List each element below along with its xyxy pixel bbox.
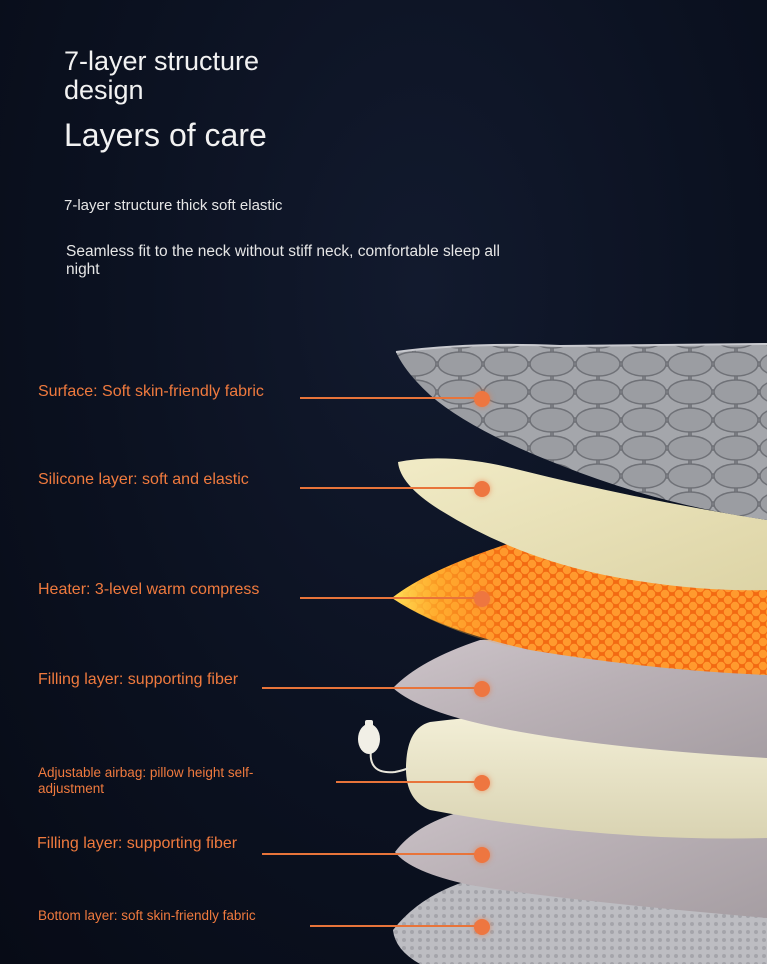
marker-dot bbox=[474, 391, 490, 407]
layer-label-bottom: Bottom layer: soft skin-friendly fabric bbox=[38, 908, 256, 923]
description-line-1: 7-layer structure thick soft elastic bbox=[64, 197, 283, 214]
marker-dot bbox=[474, 847, 490, 863]
marker-dot bbox=[474, 775, 490, 791]
silicone-shape bbox=[398, 458, 767, 591]
leader-line bbox=[262, 687, 482, 689]
layer-label-surface: Surface: Soft skin-friendly fabric bbox=[38, 383, 264, 400]
leader-line bbox=[336, 781, 482, 783]
layer-label-filling-lower: Filling layer: supporting fiber bbox=[37, 835, 238, 852]
layer-label-heater: Heater: 3-level warm compress bbox=[38, 581, 260, 598]
leader-line bbox=[300, 597, 482, 599]
layer-label-silicone: Silicone layer: soft and elastic bbox=[38, 471, 249, 488]
leader-line bbox=[300, 487, 482, 489]
layer-label-airbag: Adjustable airbag: pillow height self-ad… bbox=[38, 765, 254, 796]
title-line: 7-layer structure design bbox=[64, 46, 260, 105]
leader-line bbox=[262, 853, 482, 855]
marker-dot bbox=[474, 919, 490, 935]
layer-label-filling-upper: Filling layer: supporting fiber bbox=[38, 671, 239, 688]
leader-line bbox=[310, 925, 482, 927]
description-line-2: Seamless fit to the neck without stiff n… bbox=[66, 243, 500, 278]
marker-dot bbox=[474, 481, 490, 497]
marker-dot bbox=[474, 681, 490, 697]
leader-line bbox=[300, 397, 482, 399]
subtitle: Layers of care bbox=[64, 117, 267, 153]
surface-shape bbox=[395, 343, 767, 520]
marker-dot bbox=[474, 591, 490, 607]
